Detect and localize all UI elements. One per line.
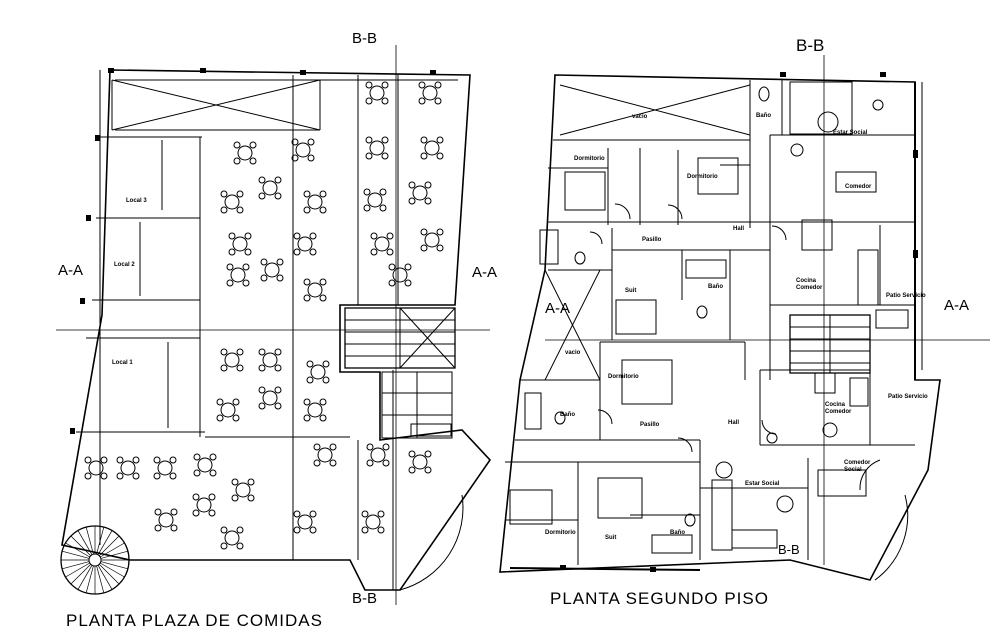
table-with-chairs-icon: [408, 450, 432, 474]
room-label-dormitorio-3: Dormitorio: [608, 374, 639, 380]
room-label-hall-1: Hall: [733, 226, 745, 232]
table-with-chairs-icon: [220, 190, 244, 214]
right-section-bb-bottom: B-B: [778, 542, 800, 557]
table-with-chairs-icon: [293, 232, 317, 256]
right-section-bb-top: B-B: [796, 36, 825, 55]
right-plan-outline: [499, 74, 941, 581]
left-section-aa-left: A-A: [58, 262, 84, 279]
room-label-suit-1: Suit: [625, 288, 637, 294]
room-label-local-2: Local 2: [114, 262, 135, 268]
room-label-comedor-social: Comedor Social: [844, 460, 871, 473]
table-with-chairs-icon: [306, 360, 330, 384]
table-with-chairs-icon: [303, 278, 327, 302]
table-with-chairs-icon: [233, 141, 257, 165]
room-label-pasillo-1: Pasillo: [642, 237, 662, 243]
left-entrance-arc: [399, 494, 464, 591]
table-with-chairs-icon: [116, 456, 140, 480]
left-plan-title: PLANTA PLAZA DE COMIDAS: [66, 611, 323, 630]
table-with-chairs-icon: [226, 263, 250, 287]
table-with-chairs-icon: [258, 348, 282, 372]
right-section-aa-right: A-A: [944, 297, 970, 314]
table-with-chairs-icon: [303, 190, 327, 214]
left-spiral-stair: [60, 525, 130, 595]
table-with-chairs-icon: [418, 81, 442, 105]
right-plan-title: PLANTA SEGUNDO PISO: [550, 589, 769, 608]
left-stairs: [344, 307, 456, 369]
table-with-chairs-icon: [231, 478, 255, 502]
left-restrooms: [381, 371, 453, 439]
room-label-banio-suit: Baño: [708, 284, 723, 290]
right-entrance-arc: [859, 459, 909, 581]
right-windows: [509, 82, 916, 571]
left-section-aa-right: A-A: [472, 264, 498, 281]
table-with-chairs-icon: [293, 510, 317, 534]
table-with-chairs-icon: [365, 81, 389, 105]
table-with-chairs-icon: [363, 188, 387, 212]
room-label-banio-top: Baño: [756, 113, 771, 119]
left-section-bb-bottom: B-B: [352, 590, 378, 607]
room-label-vacio-top: vacio: [632, 114, 648, 120]
table-with-chairs-icon: [258, 176, 282, 200]
room-label-local-3: Local 3: [126, 198, 147, 204]
door-swings: [589, 203, 787, 453]
section-cut-lines: [56, 45, 990, 605]
left-section-bb-top: B-B: [352, 30, 378, 47]
room-label-banio-left: Baño: [560, 412, 575, 418]
table-with-chairs-icon: [192, 493, 216, 517]
table-with-chairs-icon: [370, 232, 394, 256]
right-bathroom-fixtures: [524, 86, 770, 554]
table-with-chairs-icon: [420, 228, 444, 252]
table-with-chairs-icon: [84, 456, 108, 480]
room-label-hall-2: Hall: [728, 420, 740, 426]
table-with-chairs-icon: [153, 456, 177, 480]
room-label-patio-servicio-1: Patio Servicio: [886, 293, 926, 299]
table-with-chairs-icon: [220, 348, 244, 372]
table-with-chairs-icon: [220, 526, 244, 550]
room-label-dormitorio-2: Dormitorio: [687, 174, 718, 180]
room-label-cocina-comedor-1: Cocina Comedor: [796, 278, 823, 291]
table-with-chairs-icon: [291, 138, 315, 162]
right-stairs: [789, 314, 871, 374]
room-label-local-1: Local 1: [112, 360, 133, 366]
table-with-chairs-icon: [366, 443, 390, 467]
left-plan-outline: [61, 69, 492, 591]
room-label-comedor-top: Comedor: [845, 184, 872, 190]
table-with-chairs-icon: [420, 136, 444, 160]
room-label-estar-social-top: Estar Social: [833, 130, 868, 136]
room-label-dormitorio-1: Dormitorio: [574, 156, 605, 162]
table-with-chairs-icon: [193, 453, 217, 477]
table-with-chairs-icon: [228, 232, 252, 256]
room-label-cocina-comedor-2: Cocina Comedor: [825, 402, 852, 415]
table-with-chairs-icon: [408, 181, 432, 205]
table-with-chairs-icon: [154, 508, 178, 532]
right-kitchen-counter: [814, 249, 909, 407]
table-with-chairs-icon: [303, 398, 327, 422]
table-with-chairs-icon: [258, 386, 282, 410]
right-beds: [509, 157, 739, 525]
table-with-chairs-icon: [388, 263, 412, 287]
left-table-group: [84, 81, 444, 550]
room-label-suit-2: Suit: [605, 535, 617, 541]
room-label-patio-servicio-2: Patio Servicio: [888, 394, 928, 400]
room-label-banio-bottom: Baño: [670, 530, 685, 536]
room-label-vacio-mid: vacio: [565, 350, 581, 356]
right-section-aa-left: A-A: [545, 300, 571, 317]
table-with-chairs-icon: [260, 258, 284, 282]
room-label-dormitorio-4: Dormitorio: [545, 530, 576, 536]
table-with-chairs-icon: [216, 398, 240, 422]
room-label-estar-social-bottom: Estar Social: [745, 481, 780, 487]
table-with-chairs-icon: [361, 510, 385, 534]
room-label-pasillo-2: Pasillo: [640, 422, 660, 428]
right-living-furniture: [711, 81, 884, 551]
table-with-chairs-icon: [313, 443, 337, 467]
table-with-chairs-icon: [365, 136, 389, 160]
